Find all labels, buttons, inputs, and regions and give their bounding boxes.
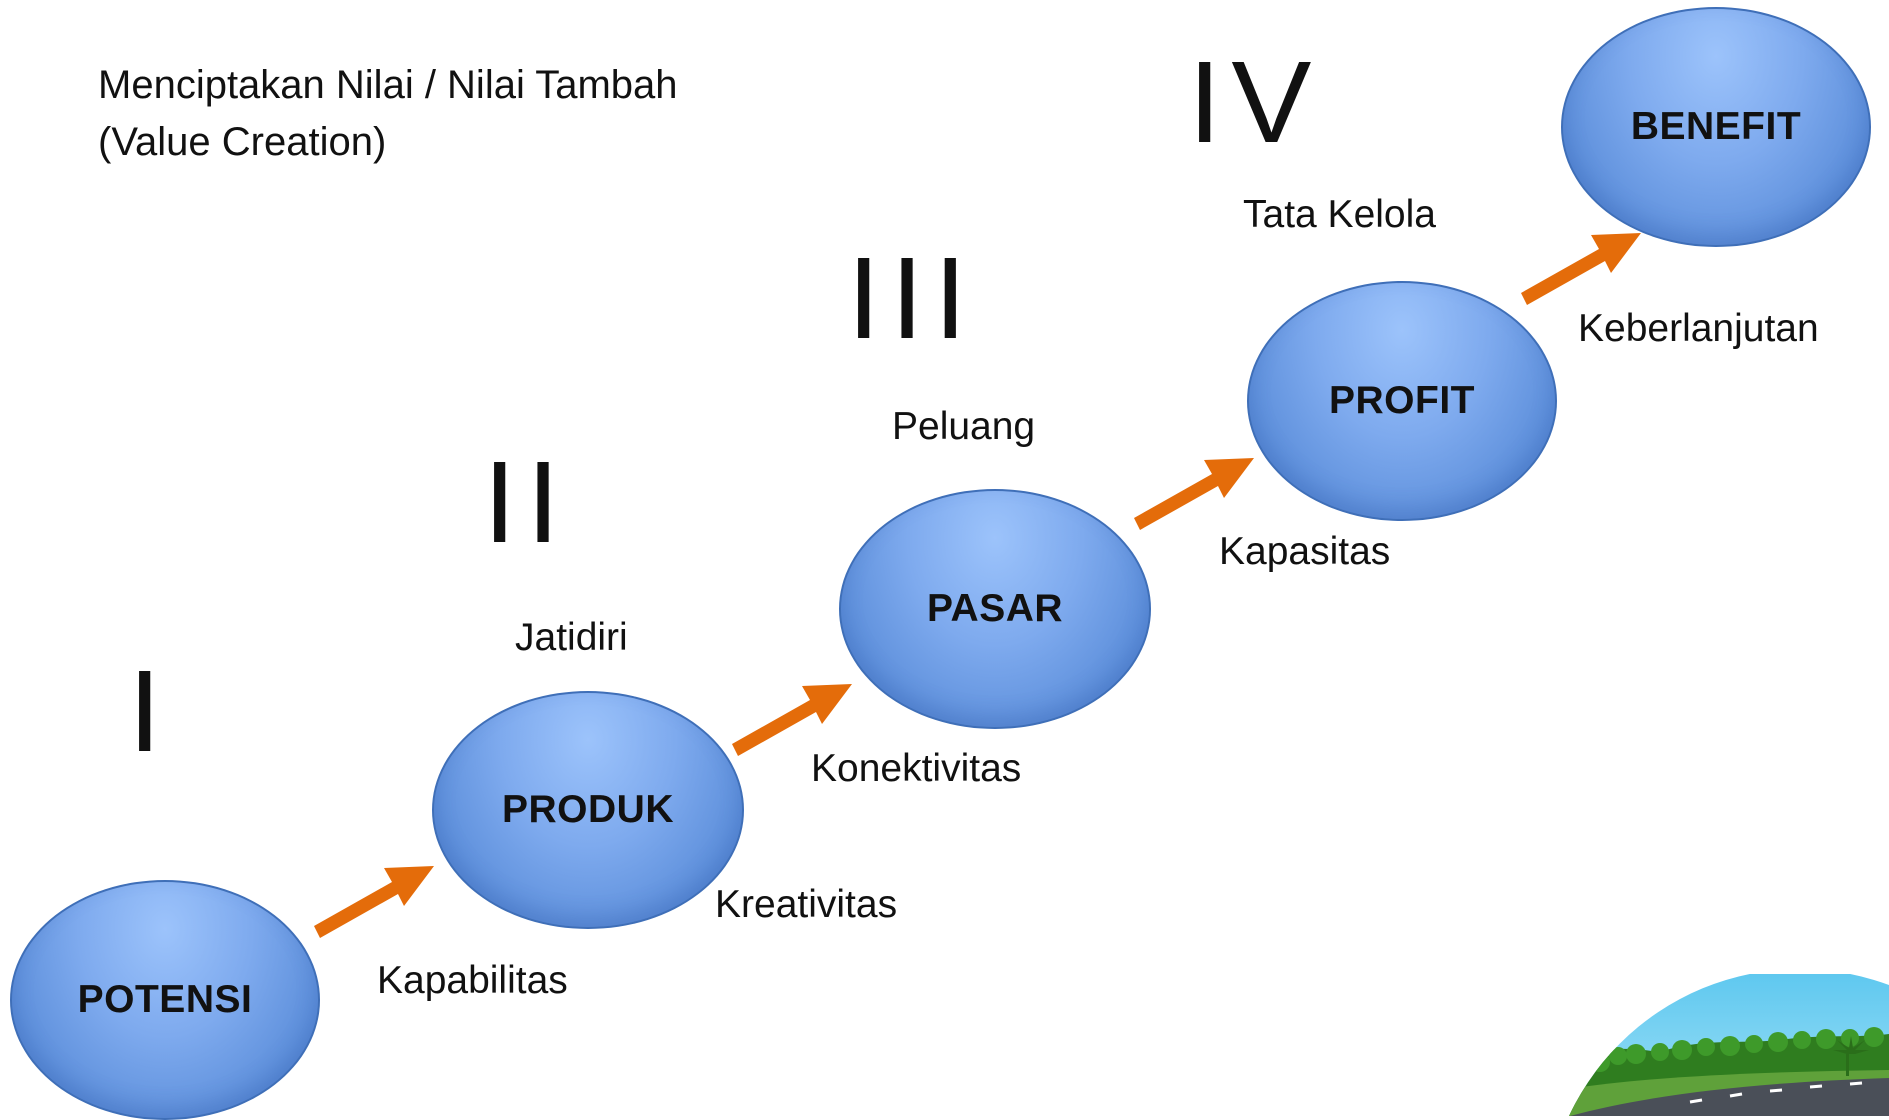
title-line-1: Menciptakan Nilai / Nilai Tambah	[98, 63, 678, 107]
node-potensi: POTENSI	[10, 880, 320, 1120]
label-tata-kelola: Tata Kelola	[1243, 193, 1436, 236]
arrow-up-right-icon	[1521, 233, 1641, 305]
node-benefit: BENEFIT	[1561, 7, 1871, 247]
node-pasar: PASAR	[839, 489, 1151, 729]
label-kapabilitas: Kapabilitas	[377, 959, 568, 1002]
stage-numeral-2: II	[483, 437, 570, 568]
label-jatidiri: Jatidiri	[515, 616, 628, 659]
stage-numeral-4: IV	[1188, 37, 1322, 168]
stage-numeral-1: I	[128, 646, 172, 777]
road-landscape-icon	[1545, 974, 1889, 1116]
node-profit-label: PROFIT	[1329, 379, 1475, 422]
label-keberlanjutan: Keberlanjutan	[1578, 307, 1819, 350]
node-produk: PRODUK	[432, 691, 744, 929]
arrow-up-right-icon	[314, 866, 434, 938]
label-konektivitas: Konektivitas	[811, 747, 1022, 790]
node-produk-label: PRODUK	[501, 788, 674, 831]
node-pasar-label: PASAR	[926, 587, 1064, 630]
title-line-2: (Value Creation)	[98, 120, 387, 164]
node-profit: PROFIT	[1247, 281, 1557, 521]
node-potensi-label: POTENSI	[77, 978, 253, 1021]
arrow-up-right-icon	[1134, 458, 1254, 530]
label-kapasitas: Kapasitas	[1219, 530, 1391, 573]
label-peluang: Peluang	[892, 405, 1036, 448]
arrow-up-right-icon	[732, 684, 852, 756]
label-kreativitas: Kreativitas	[715, 883, 898, 926]
stage-numeral-3: III	[847, 233, 978, 364]
node-benefit-label: BENEFIT	[1630, 105, 1802, 148]
